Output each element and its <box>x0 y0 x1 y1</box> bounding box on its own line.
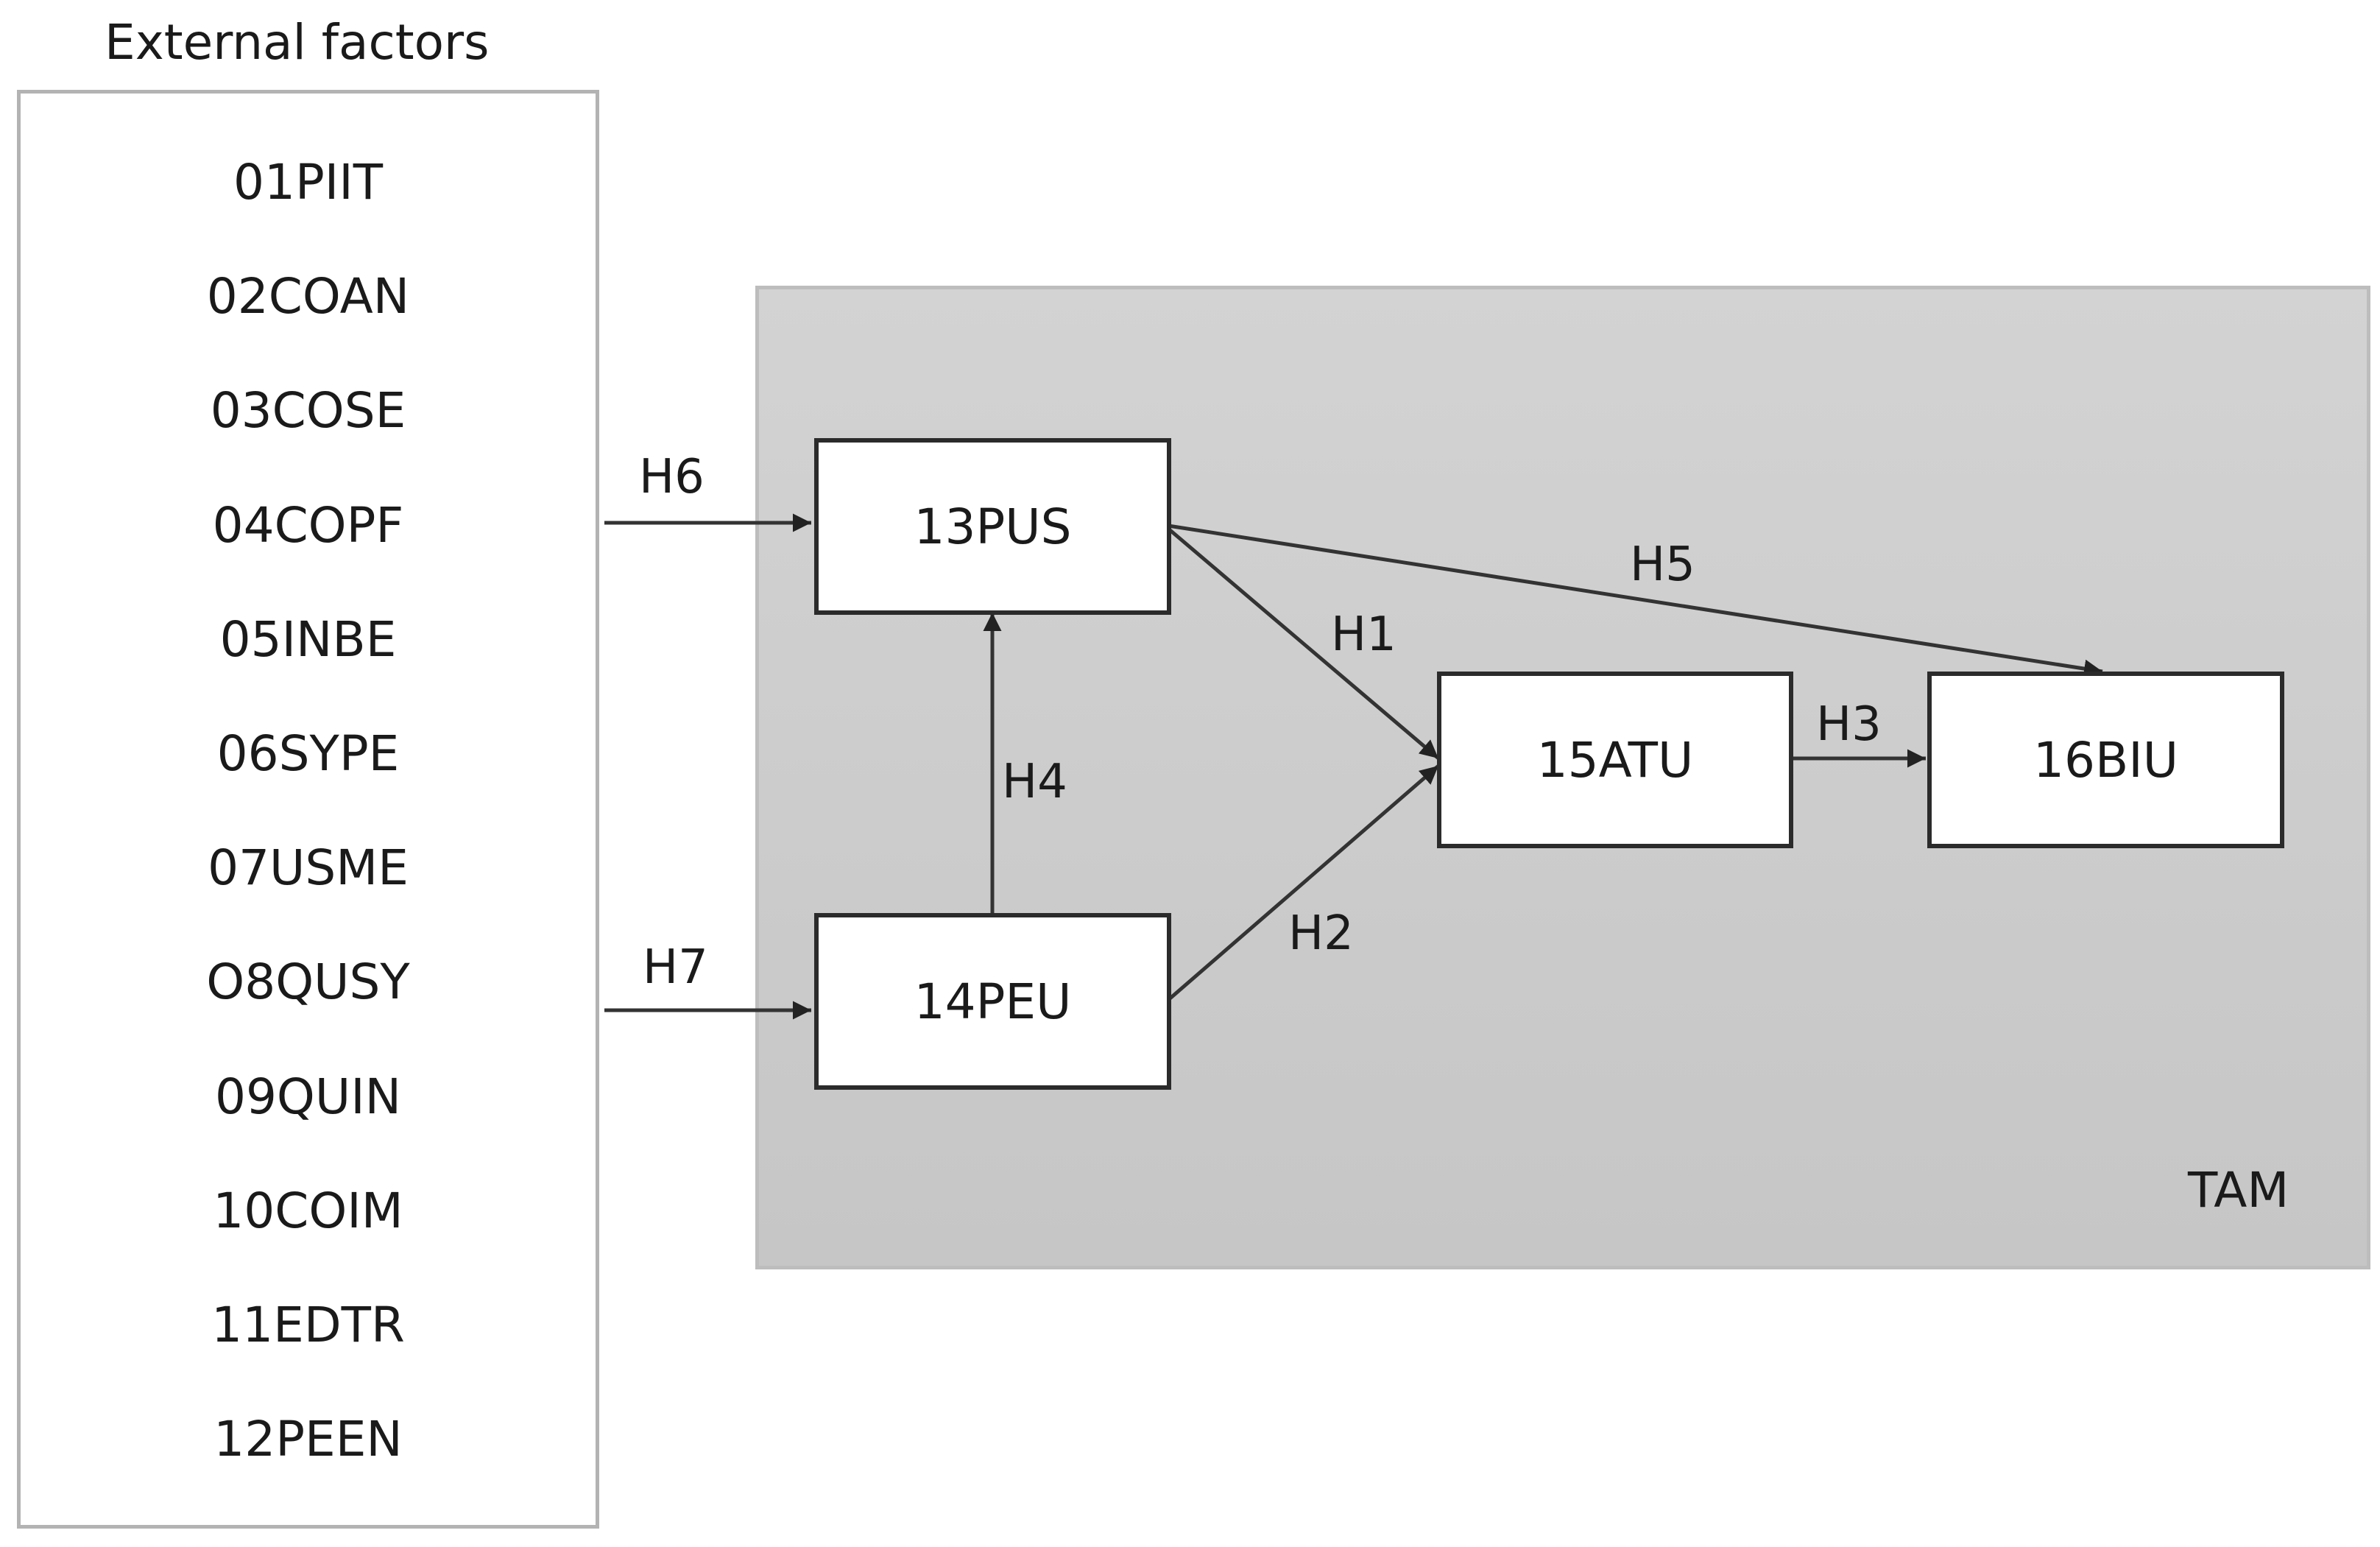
construct-label: 14PEU <box>914 973 1072 1030</box>
hypothesis-label-h3: H3 <box>1816 697 1882 752</box>
external-factor-item: 12PEEN <box>213 1411 403 1467</box>
construct-13pus: 13PUS <box>814 438 1171 615</box>
arrow-h5 <box>1168 524 2103 678</box>
external-factor-item: 11EDTR <box>211 1297 405 1353</box>
external-factor-item: 04COPF <box>212 497 404 554</box>
construct-16biu: 16BIU <box>1927 672 2284 848</box>
construct-label: 16BIU <box>2033 731 2179 789</box>
hypothesis-label-h4: H4 <box>1002 755 1067 809</box>
external-factor-item: 07USME <box>208 839 409 896</box>
external-factor-item: 10COIM <box>213 1183 403 1239</box>
external-factor-item: 03COSE <box>210 382 406 439</box>
construct-15atu: 15ATU <box>1437 672 1793 848</box>
external-factor-item: O8QUSY <box>206 954 410 1010</box>
external-factor-item: 05INBE <box>219 611 397 668</box>
hypothesis-label-h2: H2 <box>1288 906 1354 961</box>
arrow-h2 <box>1167 764 1440 1001</box>
hypothesis-label-h5: H5 <box>1630 538 1695 592</box>
external-factors-title: External factors <box>105 14 490 71</box>
construct-14peu: 14PEU <box>814 913 1171 1090</box>
arrow-h1 <box>1167 527 1440 760</box>
external-factor-item: 09QUIN <box>214 1068 402 1125</box>
hypothesis-label-h7: H7 <box>643 940 708 995</box>
hypothesis-label-h6: H6 <box>639 450 705 504</box>
external-factor-item: 01PIIT <box>233 154 384 211</box>
tam-label: TAM <box>2188 1162 2289 1219</box>
construct-label: 13PUS <box>914 498 1072 555</box>
hypothesis-label-h1: H1 <box>1331 607 1396 662</box>
external-factor-item: 06SYPE <box>216 725 400 782</box>
external-factors-box <box>17 90 599 1529</box>
construct-label: 15ATU <box>1536 731 1694 789</box>
external-factor-item: 02COAN <box>206 268 410 325</box>
